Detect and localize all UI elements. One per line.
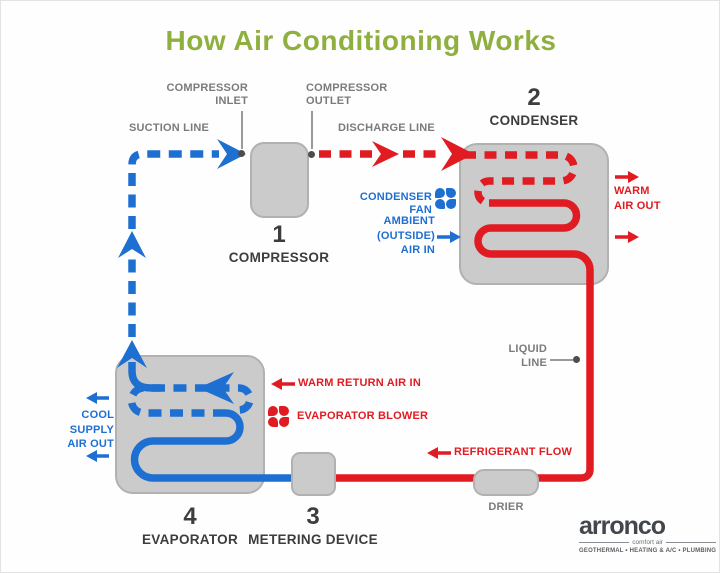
- compressor-outlet-label: COMPRESSOR OUTLET: [306, 82, 403, 108]
- compressor-number: 1: [272, 221, 286, 248]
- discharge-line-label: DISCHARGE LINE: [338, 122, 435, 134]
- logo-tagline: comfort air: [632, 539, 663, 546]
- evaporator-blower-icon: [268, 406, 289, 427]
- compressor-inlet-line1: COMPRESSOR: [166, 82, 248, 94]
- metering-device-number: 3: [306, 503, 320, 530]
- compressor-name: COMPRESSOR: [228, 250, 330, 265]
- metering-device-label: 3 METERING DEVICE: [248, 503, 378, 548]
- evaporator-name: EVAPORATOR: [141, 532, 238, 547]
- arronco-logo: arronco comfort air GEOTHERMAL • HEATING…: [575, 508, 717, 560]
- condenser-box: [459, 143, 609, 285]
- warm-air-out-line2: AIR OUT: [614, 199, 661, 212]
- refrigerant-flow-label: REFRIGERANT FLOW: [454, 446, 573, 458]
- outlet-leader-line: [311, 111, 313, 149]
- compressor-outlet-line1: COMPRESSOR: [306, 82, 388, 94]
- liquid-line-dot: [573, 356, 580, 363]
- ambient-air-label: AMBIENT (OUTSIDE) AIR IN: [351, 214, 435, 258]
- logo-text-column: arronco comfort air GEOTHERMAL • HEATING…: [579, 512, 717, 554]
- drier-label: DRIER: [488, 501, 524, 513]
- compressor-box: [250, 142, 309, 218]
- refrigerant-flow-arrow-icon: [427, 447, 438, 459]
- condenser-label: 2 CONDENSER: [474, 84, 594, 129]
- liquid-line-label: LIQUID LINE: [487, 342, 547, 370]
- tagline-rule-left: [579, 542, 630, 543]
- suction-line-corner: [128, 150, 219, 229]
- compressor-inlet-line2: INLET: [215, 95, 248, 107]
- evaporator-number: 4: [183, 503, 197, 530]
- evaporator-label: 4 EVAPORATOR: [130, 503, 250, 548]
- logo-services: GEOTHERMAL • HEATING & A/C • PLUMBING: [579, 548, 717, 554]
- tagline-rule-right: [665, 542, 717, 543]
- discharge-arrow1-icon: [372, 141, 399, 167]
- warm-air-out-line1: WARM: [614, 185, 650, 197]
- warm-air-out-label: WARM AIR OUT: [614, 184, 661, 213]
- suction-up-arrow-icon: [118, 231, 146, 258]
- liquid-line-leader: [550, 359, 573, 361]
- liquid-line-line2: LINE: [521, 357, 547, 369]
- ambient-line1: AMBIENT: [383, 215, 435, 227]
- metering-device-box: [291, 452, 336, 496]
- compressor-label: 1 COMPRESSOR: [219, 221, 339, 266]
- inlet-leader-line: [241, 111, 243, 149]
- cool-supply-line2: AIR OUT: [67, 438, 114, 450]
- cool-air-arrow1-icon: [86, 392, 97, 404]
- condenser-number: 2: [527, 84, 541, 111]
- condenser-fan-icon: [435, 188, 456, 209]
- compressor-inlet-dot: [238, 150, 245, 157]
- logo-brand: arronco: [579, 512, 666, 540]
- condenser-name: CONDENSER: [489, 113, 579, 128]
- ambient-line2: (OUTSIDE): [376, 229, 435, 242]
- metering-device-name: METERING DEVICE: [248, 532, 378, 547]
- warm-air-out-arrow1-icon: [628, 171, 639, 183]
- compressor-outlet-line2: OUTLET: [306, 95, 352, 107]
- evaporator-box: [115, 355, 265, 494]
- cool-supply-air-label: COOL SUPPLY AIR OUT: [39, 408, 114, 452]
- logo-tagline-row: comfort air: [579, 539, 717, 546]
- drier-box: [473, 469, 539, 496]
- liquid-line-line1: LIQUID: [508, 343, 547, 355]
- compressor-outlet-dot: [308, 151, 315, 158]
- cool-supply-line1: COOL SUPPLY: [69, 409, 114, 436]
- ambient-line3: AIR IN: [400, 244, 435, 256]
- warm-air-out-arrow2-icon: [628, 231, 639, 243]
- cool-air-arrow2-icon: [86, 450, 97, 462]
- suction-line-label: SUCTION LINE: [129, 122, 210, 134]
- page-title: How Air Conditioning Works: [165, 25, 557, 56]
- evaporator-blower-label: EVAPORATOR BLOWER: [297, 410, 429, 422]
- warm-return-arrow-icon: [271, 378, 282, 390]
- warm-return-air-label: WARM RETURN AIR IN: [298, 377, 421, 389]
- compressor-inlet-label: COMPRESSOR INLET: [151, 82, 248, 108]
